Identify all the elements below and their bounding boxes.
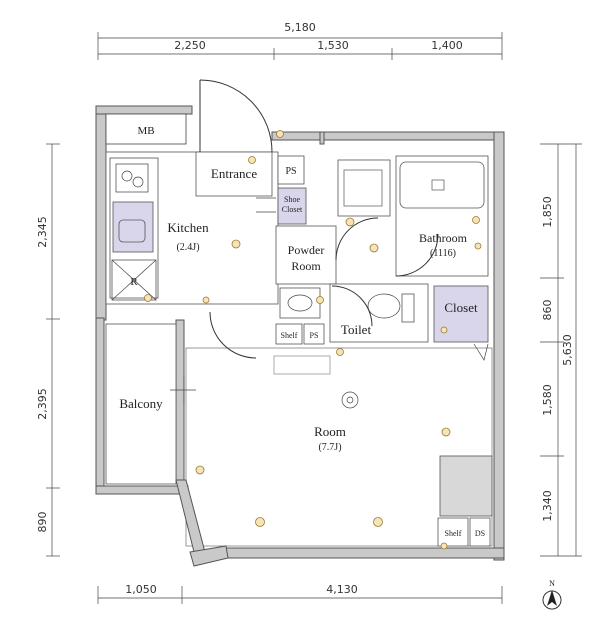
toilet-area: Toilet	[329, 283, 429, 343]
svg-text:Shelf: Shelf	[281, 331, 298, 340]
dim-top-seg-3: 1,400	[431, 39, 463, 52]
dim-bottom-seg-2: 4,130	[326, 583, 358, 596]
dim-left-seg-1: 2,345	[36, 216, 49, 248]
svg-text:Closet: Closet	[282, 205, 303, 214]
dim-right-seg-1: 1,850	[541, 196, 554, 228]
dimension-bottom: 1,050 4,130	[97, 583, 503, 604]
fixture-markers	[144, 130, 482, 550]
svg-text:Bathroom: Bathroom	[419, 231, 468, 245]
dim-right-seg-3: 1,580	[541, 384, 554, 416]
svg-text:(1116): (1116)	[430, 248, 456, 259]
svg-text:Room: Room	[314, 424, 346, 439]
bathroom-area: Bathroom (1116)	[395, 155, 489, 277]
svg-text:R: R	[130, 276, 138, 288]
entrance-area: Entrance PS Shoe Closet	[195, 79, 307, 225]
dim-top-seg-1: 2,250	[174, 39, 206, 52]
dim-right-total: 5,630	[561, 334, 574, 366]
dim-top-seg-2: 1,530	[317, 39, 349, 52]
dim-left-seg-3: 890	[36, 512, 49, 533]
svg-text:Entrance: Entrance	[211, 166, 257, 181]
meter-box: MB	[105, 113, 187, 145]
powder-room-area: Powder Room Shelf PS	[275, 159, 391, 345]
balcony-area: Balcony	[105, 323, 196, 485]
svg-text:Closet: Closet	[444, 300, 478, 315]
closet-area: Closet	[433, 285, 489, 361]
dim-right-seg-4: 1,340	[541, 490, 554, 522]
main-room: Room (7.7J) Shelf DS	[175, 311, 493, 567]
svg-text:Balcony: Balcony	[119, 396, 163, 411]
svg-text:DS: DS	[475, 529, 485, 538]
dim-bottom-seg-1: 1,050	[125, 583, 157, 596]
svg-text:Powder: Powder	[288, 243, 325, 257]
svg-text:Shoe: Shoe	[284, 195, 300, 204]
svg-text:Shelf: Shelf	[445, 529, 462, 538]
svg-text:PS: PS	[310, 331, 319, 340]
svg-text:PS: PS	[285, 166, 296, 177]
dimension-right: 1,850 860 1,580 1,340 5,630	[540, 143, 582, 557]
north-arrow-icon: N	[542, 579, 562, 610]
dim-top-total: 5,180	[284, 21, 316, 34]
dim-right-seg-2: 860	[541, 300, 554, 321]
svg-text:(2.4J): (2.4J)	[176, 242, 199, 253]
dimension-top: 5,180 2,250 1,530 1,400	[97, 21, 503, 60]
dimension-left: 2,345 2,395 890	[36, 143, 60, 557]
svg-text:MB: MB	[137, 125, 154, 137]
dim-left-seg-2: 2,395	[36, 388, 49, 420]
svg-text:N: N	[549, 579, 555, 588]
svg-text:Kitchen: Kitchen	[167, 220, 209, 235]
svg-text:Room: Room	[291, 259, 321, 273]
svg-text:(7.7J): (7.7J)	[318, 442, 341, 453]
svg-text:Toilet: Toilet	[341, 322, 372, 337]
